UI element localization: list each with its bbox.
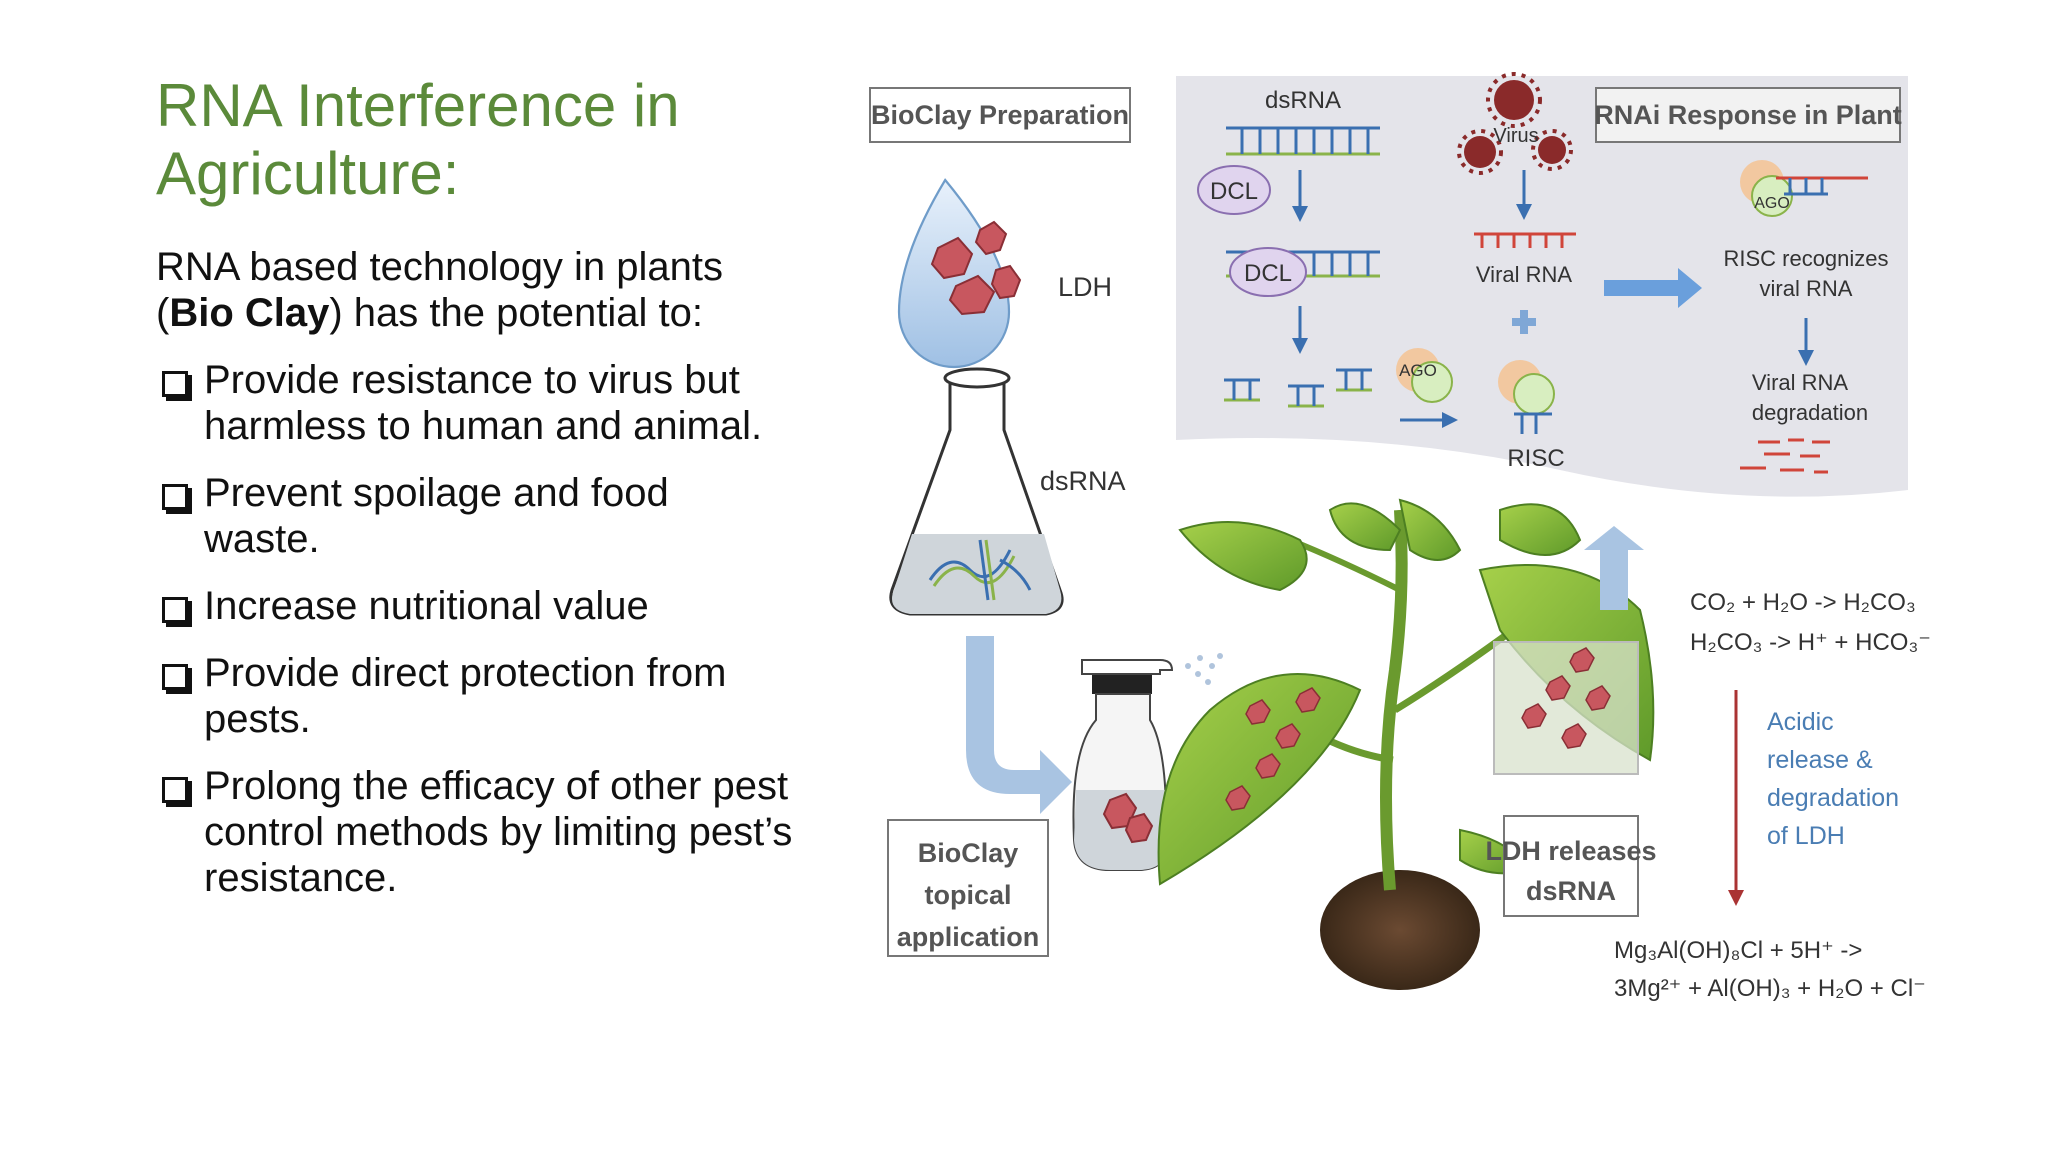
leaf-ldh-particles-icon — [1225, 687, 1321, 811]
spray-mist-icon — [1185, 653, 1223, 685]
bullet-line: Provide resistance to virus but — [204, 358, 740, 402]
dcl-enzyme-icon — [1229, 247, 1307, 297]
bullet-line: Prolong the efficacy of other pest — [204, 764, 789, 808]
prep-label-box — [869, 87, 1131, 143]
risc-complex-icon — [1498, 360, 1555, 434]
equation-2: H₂CO₃ -> H⁺ + HCO₃⁻ — [1690, 629, 1931, 656]
ldh-crystals-icon — [930, 220, 1022, 316]
list-item: Provide direct protection from pests. — [156, 650, 856, 742]
degradation-line-1: Viral RNA — [1752, 370, 1849, 395]
risc-label: RISC — [1507, 445, 1564, 472]
ago-label-2: AGO — [1754, 195, 1790, 212]
bullet-line: waste. — [204, 517, 320, 561]
arrow-down-icon — [1798, 350, 1814, 366]
viral-rna-icon — [1474, 232, 1576, 248]
slide-body: RNA based technology in plants (Bio Clay… — [156, 244, 856, 922]
bioclay-diagram-svg: BioClay Preparation RNAi Response in Pla… — [869, 72, 1931, 1002]
arrow-down-icon — [1292, 338, 1308, 354]
slide-title: RNA Interference in Agriculture: — [156, 72, 856, 208]
risc-recognizes-1: RISC recognizes — [1723, 246, 1888, 271]
intro-line-1: RNA based technology in plants — [156, 245, 724, 289]
checkbox-bullet-icon — [162, 597, 188, 623]
viral-rna-label: Viral RNA — [1476, 262, 1573, 287]
checkbox-bullet-icon — [162, 777, 188, 803]
benefit-list: Provide resistance to virus but harmless… — [156, 357, 856, 901]
dcl-label-1: DCL — [1210, 178, 1258, 205]
acidic-line-1: Acidic — [1767, 708, 1834, 736]
bullet-line: resistance. — [204, 856, 398, 900]
list-item: Prolong the efficacy of other pest contr… — [156, 763, 856, 901]
bio-clay-term: Bio Clay — [169, 291, 330, 335]
sirna-fragments-icon — [1224, 368, 1372, 408]
spray-bottle-icon — [1072, 659, 1174, 871]
intro-paragraph: RNA based technology in plants (Bio Clay… — [156, 244, 856, 336]
arrow-right-icon — [1442, 412, 1458, 428]
equation-1: CO₂ + H₂O -> H₂CO₃ — [1690, 589, 1916, 616]
virus-icon — [1457, 72, 1573, 175]
checkbox-bullet-icon — [162, 484, 188, 510]
acidic-line-3: degradation — [1767, 784, 1899, 812]
risc-ago-bound-icon — [1740, 160, 1868, 217]
inset-ldh-particles-icon — [1521, 647, 1611, 749]
list-item: Provide resistance to virus but harmless… — [156, 357, 856, 449]
arrow-down-icon — [1292, 206, 1308, 222]
dsrna-top-label: dsRNA — [1265, 87, 1341, 114]
prep-label: BioClay Preparation — [871, 100, 1129, 130]
title-line-2: Agriculture: — [156, 140, 460, 207]
ldh-label: LDH — [1058, 272, 1112, 302]
dcl-label-2: DCL — [1244, 260, 1292, 287]
degraded-rna-icon — [1740, 438, 1830, 474]
list-item: Prevent spoilage and food waste. — [156, 470, 856, 562]
virus-label: Virus — [1493, 125, 1538, 147]
arrow-down-icon — [1516, 204, 1532, 220]
topical-label-box — [887, 819, 1049, 957]
up-arrow-icon — [1584, 526, 1644, 610]
ago-complex-icon — [1396, 348, 1453, 403]
risc-recognizes-2: viral RNA — [1760, 276, 1853, 301]
bullet-line: Prevent spoilage and food — [204, 471, 669, 515]
dcl-enzyme-icon — [1197, 165, 1271, 215]
intro-rest: ) has the potential to: — [329, 291, 703, 335]
dsrna-top-icon — [1226, 126, 1380, 156]
flask-dsrna-label: dsRNA — [1040, 466, 1126, 496]
checkbox-bullet-icon — [162, 664, 188, 690]
list-item: Increase nutritional value — [156, 583, 856, 629]
plus-icon — [1512, 310, 1536, 334]
ldh-releases-line-2: dsRNA — [1526, 876, 1616, 906]
title-line-1: RNA Interference in — [156, 72, 680, 139]
intro-open-paren: ( — [156, 291, 170, 335]
bullet-line: Provide direct protection from — [204, 651, 727, 695]
degradation-line-2: degradation — [1752, 400, 1868, 425]
curved-arrow-icon — [966, 636, 1072, 814]
equation-4: 3Mg²⁺ + Al(OH)₃ + H₂O + Cl⁻ — [1614, 975, 1926, 1002]
ldh-releases-box — [1503, 815, 1639, 917]
equation-3: Mg₃Al(OH)₈Cl + 5H⁺ -> — [1614, 937, 1862, 964]
bullet-line: control methods by limiting pest’s — [204, 810, 793, 854]
bullet-line: pests. — [204, 697, 311, 741]
acidic-line-2: release & — [1767, 746, 1873, 774]
response-label: RNAi Response in Plant — [1594, 100, 1902, 130]
bullet-line: harmless to human and animal. — [204, 404, 763, 448]
topical-line-1: BioClay — [918, 838, 1019, 868]
response-label-box — [1595, 87, 1901, 143]
topical-line-3: application — [897, 922, 1040, 952]
topical-line-2: topical — [924, 880, 1011, 910]
down-red-arrow-icon — [1728, 890, 1744, 906]
bioclay-diagram: BioClay Preparation RNAi Response in Pla… — [860, 70, 1931, 1020]
intro-line-2: (Bio Clay) has the potential to: — [156, 290, 856, 336]
ago-label-1: AGO — [1399, 361, 1437, 380]
acidic-line-4: of LDH — [1767, 822, 1845, 850]
big-right-arrow-icon — [1604, 268, 1702, 308]
leaf-inset — [1493, 641, 1639, 775]
bullet-line: Increase nutritional value — [204, 584, 649, 628]
ldh-releases-line-1: LDH releases — [1485, 836, 1656, 866]
checkbox-bullet-icon — [162, 371, 188, 397]
dsrna-strands-icon — [928, 539, 1032, 601]
